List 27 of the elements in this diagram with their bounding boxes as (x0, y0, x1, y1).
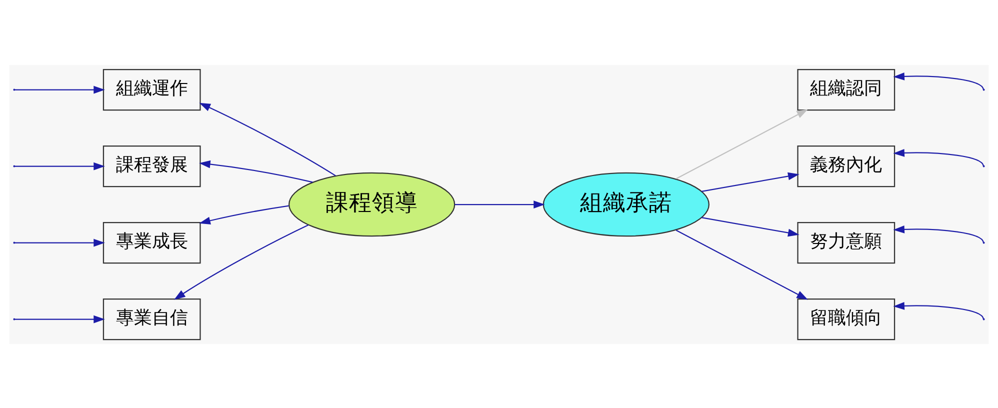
node-box: 組織認同 (797, 68, 896, 110)
node-ellipse: 組織承諾 (542, 172, 710, 236)
arrow (893, 148, 984, 166)
node-box: 留職傾向 (797, 298, 896, 340)
node-box: 專業自信 (102, 298, 201, 340)
arrow (702, 172, 800, 192)
arrow (676, 108, 808, 179)
arrow (893, 72, 984, 89)
arrow (14, 238, 105, 246)
arrow (454, 200, 545, 208)
arrow (199, 102, 336, 176)
arrow (893, 224, 984, 242)
arrow (199, 160, 313, 182)
arrow (199, 204, 289, 224)
arrow (702, 216, 800, 236)
arrow (893, 301, 984, 318)
node-box: 努力意願 (797, 221, 896, 264)
arrow (14, 314, 105, 323)
node-box: 義務內化 (797, 144, 896, 187)
arrow (14, 162, 105, 170)
arrow (14, 85, 105, 94)
node-box: 專業成長 (102, 221, 201, 264)
node-ellipse: 課程領導 (288, 172, 456, 236)
node-box: 組織運作 (102, 68, 201, 110)
arrow (676, 229, 808, 300)
node-box: 課程發展 (102, 144, 201, 187)
arrow (174, 224, 309, 300)
